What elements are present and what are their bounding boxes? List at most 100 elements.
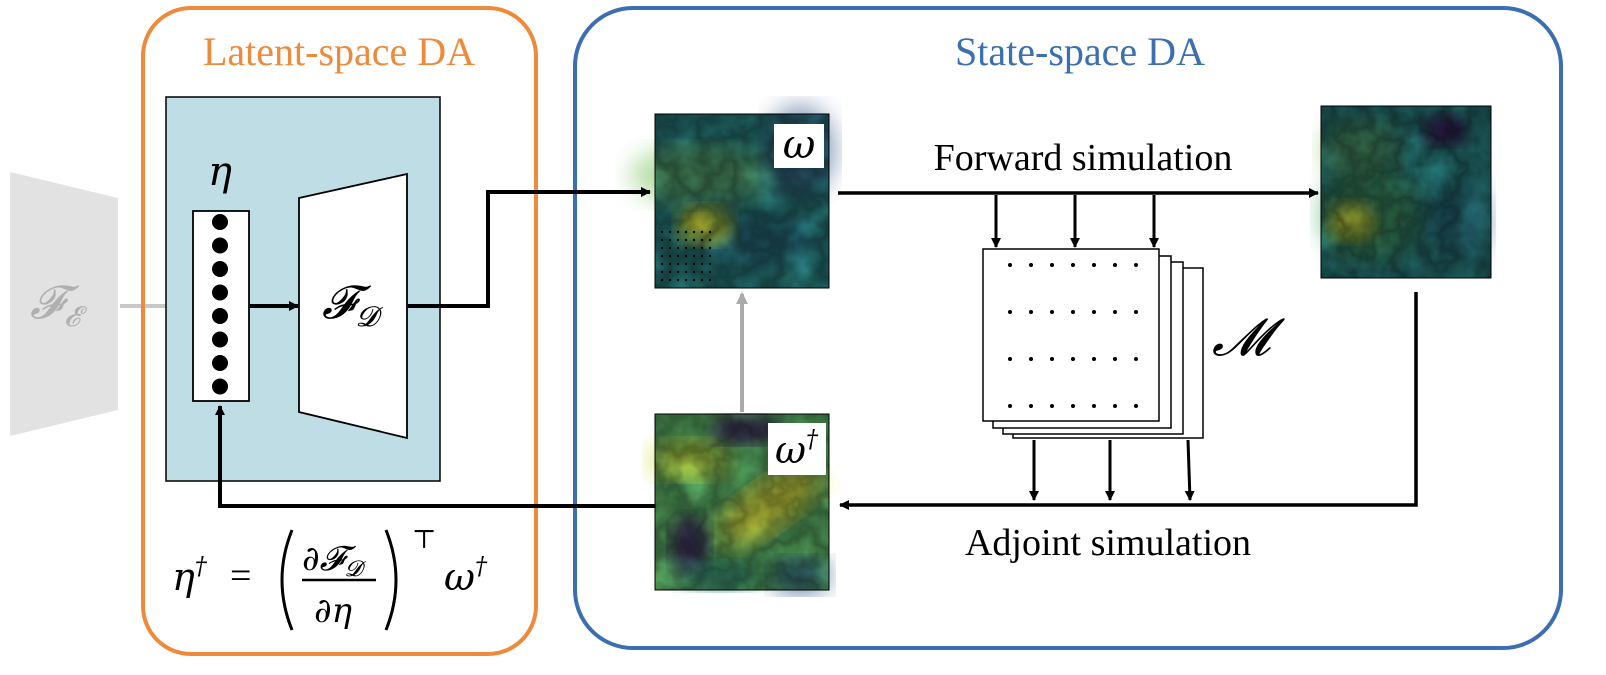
observation-grid-point [1113,263,1117,267]
initial-field-label: ω [783,122,816,168]
observation-point [668,246,672,250]
observation-point [700,278,704,282]
observation-grid-point [1113,310,1117,314]
latent-vector-label: η [208,149,232,195]
adjoint-latent-equation: η† = ∂𝓕𝓓 ∂η ⊤ ω† [172,525,488,631]
equation-left-paren [280,529,294,631]
observation-point [668,238,672,242]
observation-grid-point [1071,310,1075,314]
initial-vorticity-field: ω [630,105,835,289]
observation-point [708,278,712,282]
decoder-to-field-arrow [408,187,651,308]
observation-grid-point [1134,357,1138,361]
observation-point [692,238,696,242]
state-panel-border [573,6,1563,650]
observation-point [668,230,672,234]
latent-dot [212,355,228,371]
latent-space-panel: Latent-space DA η 𝓕𝓓 η† = ∂𝓕𝓓 ∂η ⊤ [141,6,538,656]
observation-grid-point [1092,263,1096,267]
observation-grid-point [1113,357,1117,361]
observation-point [700,254,704,258]
equation-lhs-sup: † [195,552,208,580]
observation-grid-point [1050,404,1054,408]
observation-grid-point [1071,357,1075,361]
observation-grid-point [1134,404,1138,408]
observation-grid-point [1008,310,1012,314]
equation-equals: = [230,555,251,597]
observation-point [660,246,664,250]
adjoint-vorticity-field: ω† [650,413,830,593]
observation-point [708,230,712,234]
latent-dot [212,308,228,324]
encoder: 𝓕𝓔 [10,172,192,436]
decoder-trapezoid-icon [298,172,408,440]
observation-point [676,262,680,266]
latent-dot [212,331,228,348]
observation-point [668,278,672,282]
state-panel-title: State-space DA [955,29,1205,74]
observation-point [676,254,680,258]
observation-point [660,270,664,274]
observation-point [684,278,688,282]
observation-grid-point [1134,310,1138,314]
equation-rhs: ω† [444,552,488,599]
observation-grid-point [1029,357,1033,361]
equation-rhs-sup: † [475,552,488,580]
observation-point [692,254,696,258]
observation-point [700,262,704,266]
observation-point [660,238,664,242]
observation-point [692,262,696,266]
adjoint-field-label: ω† [775,425,819,472]
observation-point [708,246,712,250]
observation-grid-point [1071,404,1075,408]
observation-point [708,270,712,274]
forecast-vorticity-field [1320,105,1492,279]
encoder-trapezoid-icon [10,172,118,436]
observation-point [708,262,712,266]
observation-grid-point [1092,404,1096,408]
observation-point [676,278,680,282]
observation-point [676,230,680,234]
equation-lhs-symbol: η [172,555,195,599]
equation-denominator: ∂η [314,591,353,631]
latent-dot [212,284,228,301]
equation-right-paren [384,529,398,631]
observation-grid-point [1008,357,1012,361]
observation-point [692,278,696,282]
adjoint-field-symbol: ω [775,428,806,472]
observation-point [684,246,688,250]
observation-point [692,246,696,250]
observation-point [692,270,696,274]
observation-grid-point [1029,404,1033,408]
observation-grid-point [1008,404,1012,408]
equation-numerator: ∂𝓕𝓓 [302,539,367,582]
observation-point [684,238,688,242]
observation-point [684,254,688,258]
adjoint-to-latent-arrow [215,405,655,508]
observation-point [660,278,664,282]
latent-panel-title: Latent-space DA [203,29,475,74]
observation-point [660,262,664,266]
adjoint-simulation-arrow [839,292,1418,510]
observation-point [676,270,680,274]
observation-point [700,270,704,274]
latent-dot [212,378,228,395]
numerator-partial: ∂ [302,539,320,579]
equation-transpose: ⊤ [412,525,436,554]
observation-point [684,270,688,274]
latent-panel-border [141,6,538,656]
observation-grid-point [1008,263,1012,267]
observation-point [708,254,712,258]
adjoint-simulation-label: Adjoint simulation [965,522,1251,564]
equation-rhs-symbol: ω [444,555,475,599]
observation-grid-point [1113,404,1117,408]
observation-point [668,270,672,274]
observation-operator-stack [982,248,1204,439]
adj-arrow-3 [1184,439,1195,501]
state-space-panel: State-space DA ω [573,6,1563,650]
observation-operator-label: 𝓜 [1212,308,1285,368]
numerator-sub: 𝓓 [345,557,367,582]
observation-point [708,238,712,242]
